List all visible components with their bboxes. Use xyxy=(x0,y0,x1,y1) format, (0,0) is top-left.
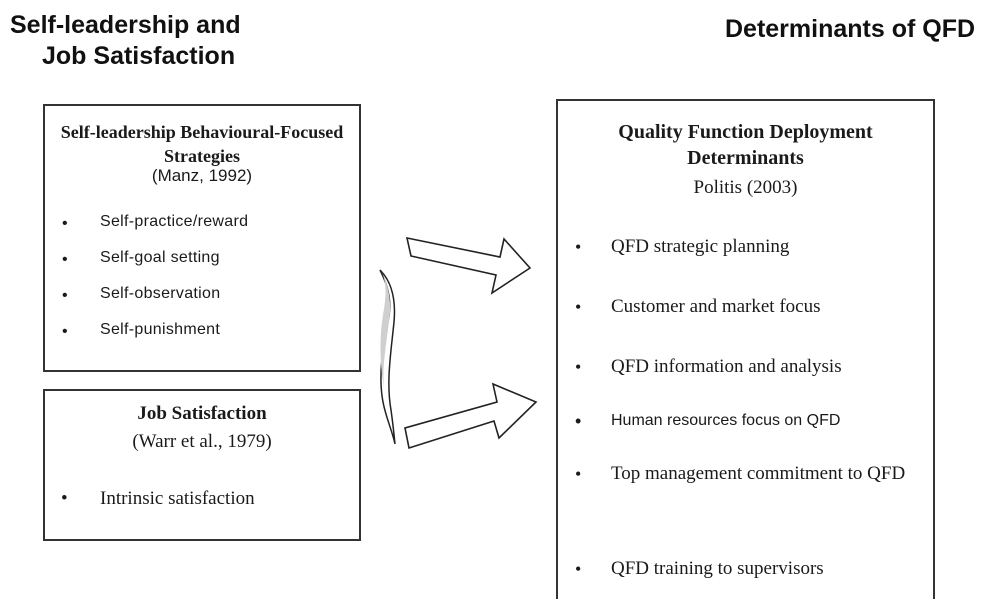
bullet-icon: • xyxy=(575,297,582,317)
lower-arrow-shape xyxy=(404,382,538,450)
list-item-text: Customer and market focus xyxy=(611,296,821,317)
bullet-icon: • xyxy=(575,559,582,579)
bullet-icon: • xyxy=(575,411,582,431)
list-item-text: Self-goal setting xyxy=(100,249,220,266)
list-item-text: QFD training to supervisors xyxy=(611,558,824,579)
list-item: • Intrinsic satisfaction xyxy=(45,488,359,518)
list-item-text: Self-practice/reward xyxy=(100,213,249,230)
bullet-icon: • xyxy=(575,357,582,377)
job-satisfaction-title: Job Satisfaction xyxy=(137,403,267,424)
list-item-text: QFD strategic planning xyxy=(611,236,790,257)
left-heading-line2: Job Satisfaction xyxy=(42,42,236,70)
job-satisfaction-citation: (Warr et al., 1979) xyxy=(132,431,272,452)
bullet-icon: • xyxy=(61,488,68,509)
list-item-text: Self-observation xyxy=(100,285,221,302)
bullet-icon: • xyxy=(575,464,582,484)
upper-arrow-shape xyxy=(405,236,532,295)
right-heading: Determinants of QFD xyxy=(725,15,976,43)
bullet-icon: • xyxy=(62,251,68,268)
self-leadership-box: Self-leadership Behavioural-Focused Stra… xyxy=(43,104,361,372)
list-item-text: Top management commitment to QFD xyxy=(611,463,906,484)
left-heading-line1: Self-leadership and xyxy=(10,11,241,39)
bullet-icon: • xyxy=(62,215,68,232)
qfd-title: Quality Function Deployment Determinants xyxy=(618,121,873,169)
self-leadership-citation: (Manz, 1992) xyxy=(151,166,253,185)
list-item-text: Self-punishment xyxy=(100,321,221,338)
qfd-citation: Politis (2003) xyxy=(693,177,798,198)
list-item-text: Human resources focus on QFD xyxy=(611,412,841,429)
qfd-determinants-box: Quality Function Deployment Determinants… xyxy=(556,99,935,599)
job-satisfaction-box: Job Satisfaction (Warr et al., 1979) • I… xyxy=(43,389,361,541)
bullet-icon: • xyxy=(575,237,582,257)
bullet-icon: • xyxy=(62,323,68,340)
bullet-icon: • xyxy=(62,287,68,304)
self-leadership-title: Self-leadership Behavioural-Focused Stra… xyxy=(60,122,344,166)
list-item-text: Intrinsic satisfaction xyxy=(100,488,255,509)
list-item-text: QFD information and analysis xyxy=(611,356,842,377)
left-heading: Self-leadership and Job Satisfaction xyxy=(10,10,241,72)
bracket-shape xyxy=(379,269,396,445)
